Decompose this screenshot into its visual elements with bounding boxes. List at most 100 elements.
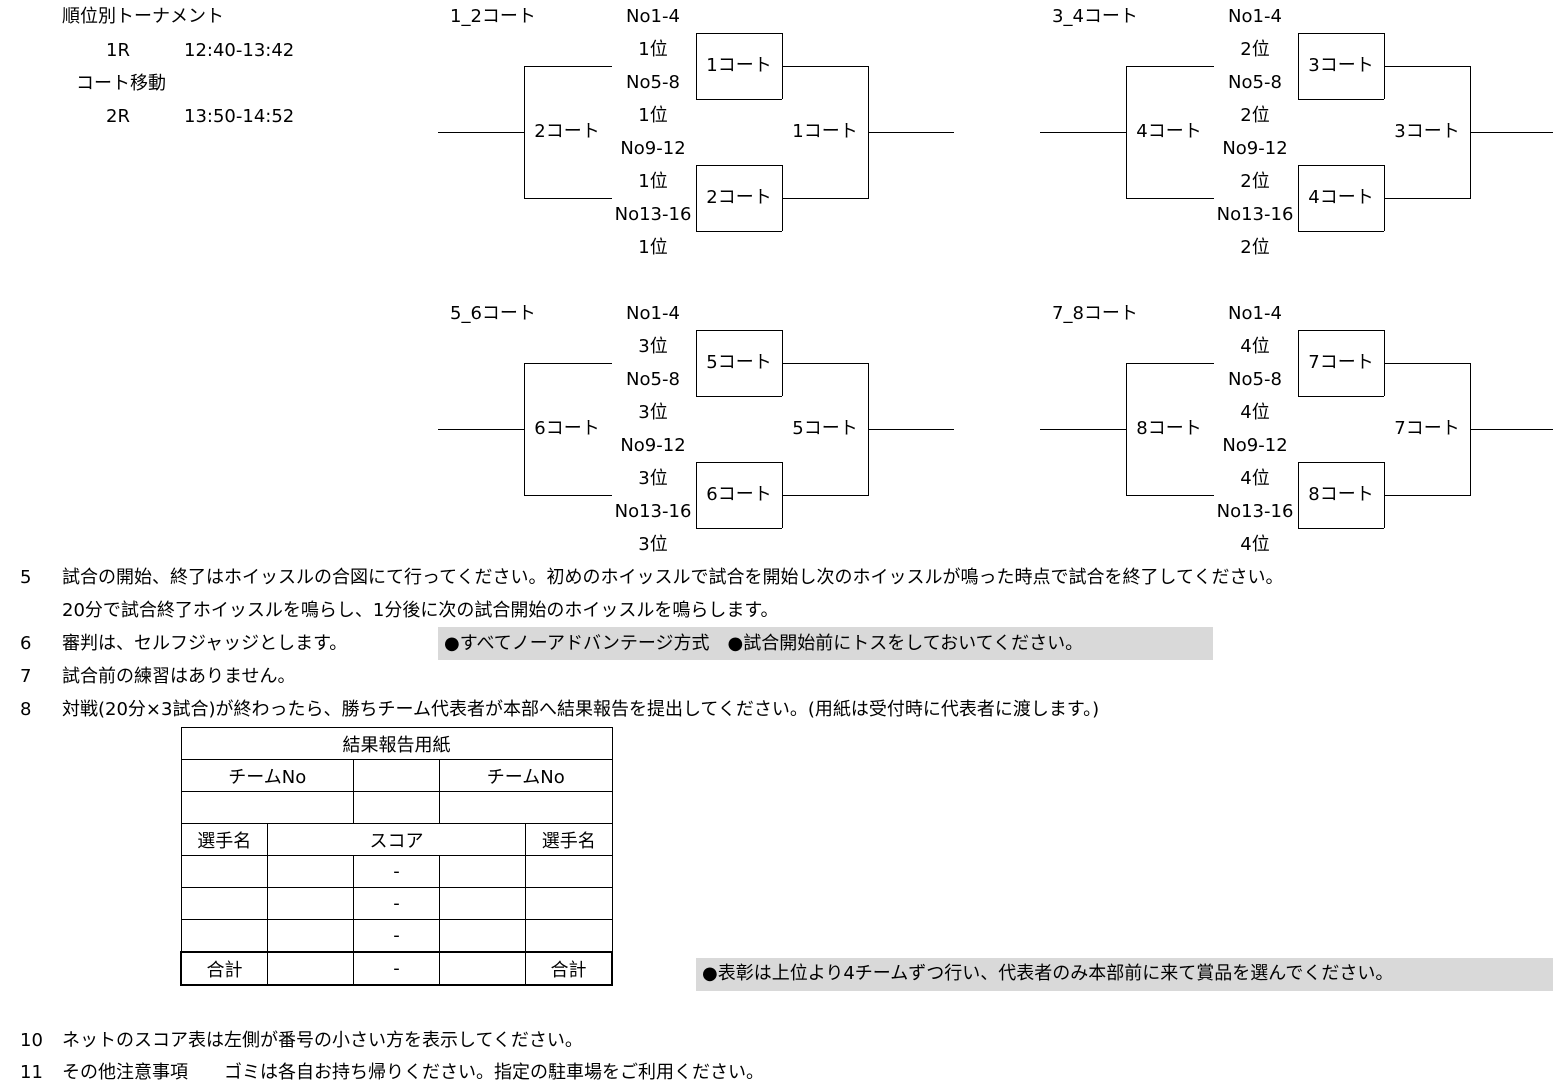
bracket-slot: No13-16 [614, 501, 692, 522]
bracket-line [782, 66, 868, 67]
bracket-line [1298, 165, 1299, 231]
bracket-slot: No1-4 [626, 303, 680, 324]
court-label: 4コート [1136, 121, 1202, 142]
bracket-slot: No9-12 [620, 435, 686, 456]
bracket-line [1298, 99, 1384, 100]
report-title: 結果報告用紙 [180, 727, 613, 760]
bracket-slot: 1位 [638, 105, 668, 126]
bracket-slot: No13-16 [614, 204, 692, 225]
award-highlight-box [696, 958, 1553, 991]
bracket-line [524, 198, 612, 199]
bracket-slot: 1位 [638, 237, 668, 258]
court-label: 2コート [706, 187, 772, 208]
bracket-slot: 4位 [1240, 336, 1270, 357]
bracket-slot: No9-12 [1222, 138, 1288, 159]
team-no-left-cell [180, 791, 354, 824]
bracket-line [1126, 495, 1214, 496]
team-no-left-header: チームNo [180, 759, 354, 792]
note-5-text: 試合の開始、終了はホイッスルの合図にて行ってください。初めのホイッスルで試合を開… [62, 567, 1284, 588]
bracket-line [1384, 66, 1470, 67]
bracket-line [1298, 330, 1384, 331]
bracket-line [1298, 330, 1299, 396]
court-label: 4コート [1308, 187, 1374, 208]
bracket-line [1384, 198, 1470, 199]
bracket-slot: No1-4 [1228, 6, 1282, 27]
bracket-line [782, 198, 868, 199]
player-left-header: 選手名 [180, 823, 268, 856]
score-dash: - [353, 951, 440, 986]
game-row: - [180, 855, 613, 888]
bracket-slot: 2位 [1240, 39, 1270, 60]
bracket-line [696, 462, 697, 528]
round-2-label: 2R [106, 106, 130, 127]
note-11-number: 11 [20, 1062, 43, 1083]
bracket-slot: 3位 [638, 402, 668, 423]
bracket-slot: 2位 [1240, 171, 1270, 192]
bracket-slot: No1-4 [1228, 303, 1282, 324]
bracket-slot: No5-8 [1228, 72, 1282, 93]
blank-cell [353, 791, 440, 824]
court-label: 8コート [1308, 484, 1374, 505]
score-header: スコア [267, 823, 526, 856]
bracket-line [696, 165, 697, 231]
bracket-line [782, 363, 868, 364]
bracket-line [868, 132, 954, 133]
bracket-line [1126, 66, 1127, 199]
bracket-line [1298, 462, 1299, 528]
court-label: 3コート [1308, 55, 1374, 76]
bracket-line [696, 330, 782, 331]
note-11-text: その他注意事項 ゴミは各自お持ち帰りください。指定の駐車場をご利用ください。 [62, 1062, 764, 1083]
court-label: 7コート [1394, 418, 1460, 439]
bracket-line [696, 528, 782, 529]
bracket-line [1126, 363, 1214, 364]
note-8-text: 対戦(20分×3試合)が終わったら、勝ちチーム代表者が本部へ結果報告を提出してく… [62, 699, 1100, 720]
note-7-number: 7 [20, 666, 32, 687]
bracket-slot: No1-4 [626, 6, 680, 27]
court-label: 7コート [1308, 352, 1374, 373]
bracket-slot: 4位 [1240, 534, 1270, 555]
round-2-time: 13:50-14:52 [184, 106, 295, 127]
bracket-line [1384, 363, 1470, 364]
rules-highlight-text: ●すべてノーアドバンテージ方式 ●試合開始前にトスをしておいてください。 [444, 633, 1084, 654]
court-label: 1コート [706, 55, 772, 76]
bracket-line [1298, 231, 1384, 232]
court-label: 6コート [706, 484, 772, 505]
court-label: 8コート [1136, 418, 1202, 439]
bracket-line [696, 330, 697, 396]
score-dash: - [353, 887, 440, 920]
bracket-line [1298, 396, 1384, 397]
bracket-line [524, 66, 525, 199]
bracket-slot: 3位 [638, 468, 668, 489]
note-6-text: 審判は、セルフジャッジとします。 [62, 633, 348, 654]
bracket-line [1298, 528, 1384, 529]
bracket-slot: No13-16 [1216, 204, 1294, 225]
bracket-title: 3_4コート [1052, 6, 1138, 27]
bracket-line [1470, 132, 1553, 133]
bracket-slot: 1位 [638, 171, 668, 192]
bracket-line [524, 363, 525, 496]
note-10-text: ネットのスコア表は左側が番号の小さい方を表示してください。 [62, 1030, 583, 1051]
bracket-line [696, 33, 782, 34]
bracket-line [696, 165, 782, 166]
score-dash: - [353, 855, 440, 888]
bracket-line [696, 396, 782, 397]
total-row: 合計-合計 [180, 951, 613, 986]
bracket-title: 7_8コート [1052, 303, 1138, 324]
bracket-line [1298, 462, 1384, 463]
bracket-slot: 2位 [1240, 105, 1270, 126]
note-5-number: 5 [20, 567, 32, 588]
game-row: - [180, 887, 613, 920]
award-text: ●表彰は上位より4チームずつ行い、代表者のみ本部前に来て賞品を選んでください。 [702, 963, 1394, 984]
bracket-line [782, 495, 868, 496]
bracket-line [1040, 132, 1126, 133]
bracket-line [696, 33, 697, 99]
rules-highlight-box [438, 627, 1213, 660]
bracket-line [438, 429, 524, 430]
bracket-slot: No5-8 [626, 369, 680, 390]
note-5-text-2: 20分で試合終了ホイッスルを鳴らし、1分後に次の試合開始のホイッスルを鳴らします… [62, 600, 779, 621]
court-label: 1コート [792, 121, 858, 142]
bracket-line [438, 132, 524, 133]
round-1-time: 12:40-13:42 [184, 40, 295, 61]
note-10-number: 10 [20, 1030, 43, 1051]
